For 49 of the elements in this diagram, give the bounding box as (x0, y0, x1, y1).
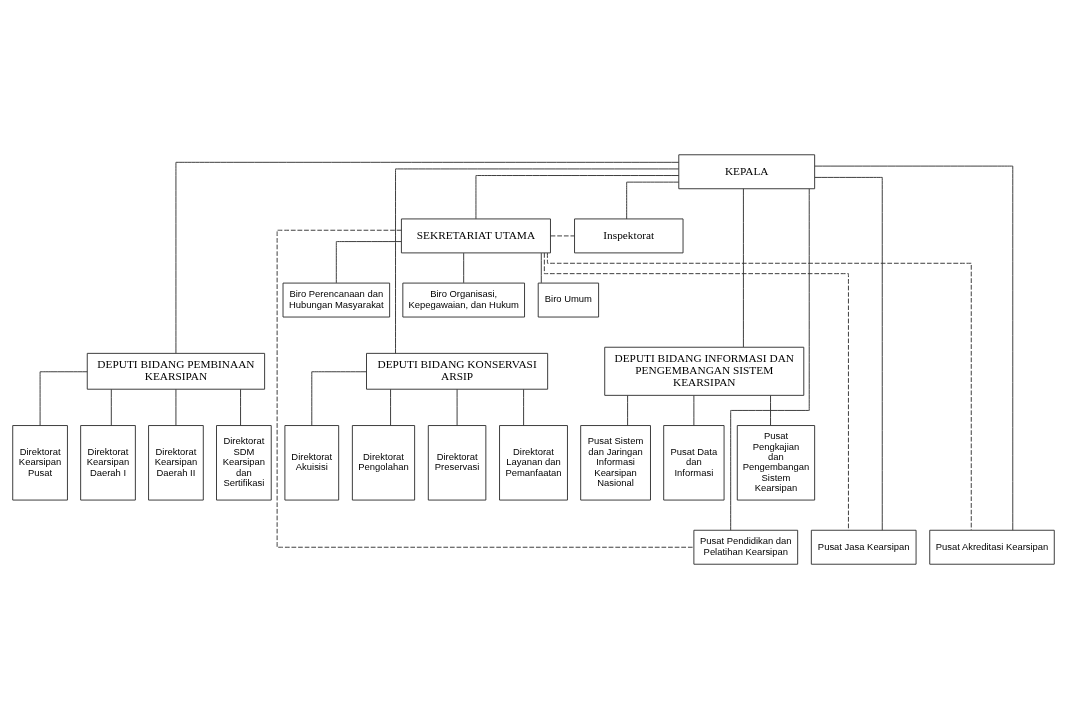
node-box: DEPUTI BIDANG PEMBINAAN KEARSIPAN (86, 352, 266, 390)
node-box: Direktorat Preservasi (427, 424, 487, 501)
connector (335, 240, 402, 283)
connector (175, 161, 680, 354)
node-box: Biro Umum (537, 282, 600, 318)
node-box: SEKRETARIAT UTAMA (400, 217, 551, 253)
connector (390, 388, 392, 426)
node-box: Pusat Pendidikan dan Pelatihan Kearsipan (693, 529, 799, 565)
connector (540, 252, 542, 283)
connector (475, 174, 680, 219)
connector (395, 167, 680, 354)
node-box: Pusat Data dan Informasi (663, 424, 725, 501)
node-box: Direktorat Layanan dan Pemanfaatan (499, 424, 568, 501)
node-box: Direktorat Kearsipan Daerah II (148, 424, 204, 501)
connector (742, 187, 744, 347)
connector (523, 388, 525, 426)
connector (463, 252, 465, 283)
connector (693, 394, 695, 426)
connector (546, 252, 972, 530)
connector (110, 388, 112, 426)
connector (311, 370, 367, 426)
connector (550, 234, 575, 236)
connector (543, 252, 849, 531)
node-box: Direktorat Pengolahan (351, 424, 416, 501)
node-box: Inspektorat (574, 217, 684, 253)
connector (175, 388, 177, 426)
connector (814, 165, 1014, 531)
node-box: Direktorat Kearsipan Daerah I (80, 424, 136, 501)
node-box: Pusat Pengkajian dan Pengembangan Sistem Kearsipan (736, 424, 816, 501)
connector (240, 388, 242, 426)
connector (276, 229, 695, 548)
connector (39, 370, 88, 426)
node-box: Biro Organisasi, Kepegawaian, dan Hukum (402, 282, 525, 318)
node-box: DEPUTI BIDANG KONSERVASI ARSIP (366, 352, 549, 390)
connector (627, 394, 629, 426)
node-box: DEPUTI BIDANG INFORMASI DAN PENGEMBANGAN SISTEM KEARSIPAN (604, 346, 805, 396)
node-box: Pusat Jasa Kearsipan (810, 529, 917, 565)
node-box: KEPALA (678, 153, 816, 189)
node-box: Pusat Akreditasi Kearsipan (929, 529, 1055, 565)
node-box: Biro Perencanaan dan Hubungan Masyarakat (282, 282, 391, 318)
node-box: Pusat Sistem dan Jaringan Informasi Kearsipan Nasional (580, 424, 651, 501)
node-box: Direktorat Akuisisi (284, 424, 340, 501)
connector (770, 394, 771, 426)
node-box: Direktorat SDM Kearsipan dan Sertifikasi (216, 424, 272, 501)
connector (626, 181, 680, 219)
connector (814, 176, 883, 531)
connector (730, 187, 810, 531)
node-box: Direktorat Kearsipan Pusat (12, 424, 68, 501)
connector (456, 388, 458, 426)
